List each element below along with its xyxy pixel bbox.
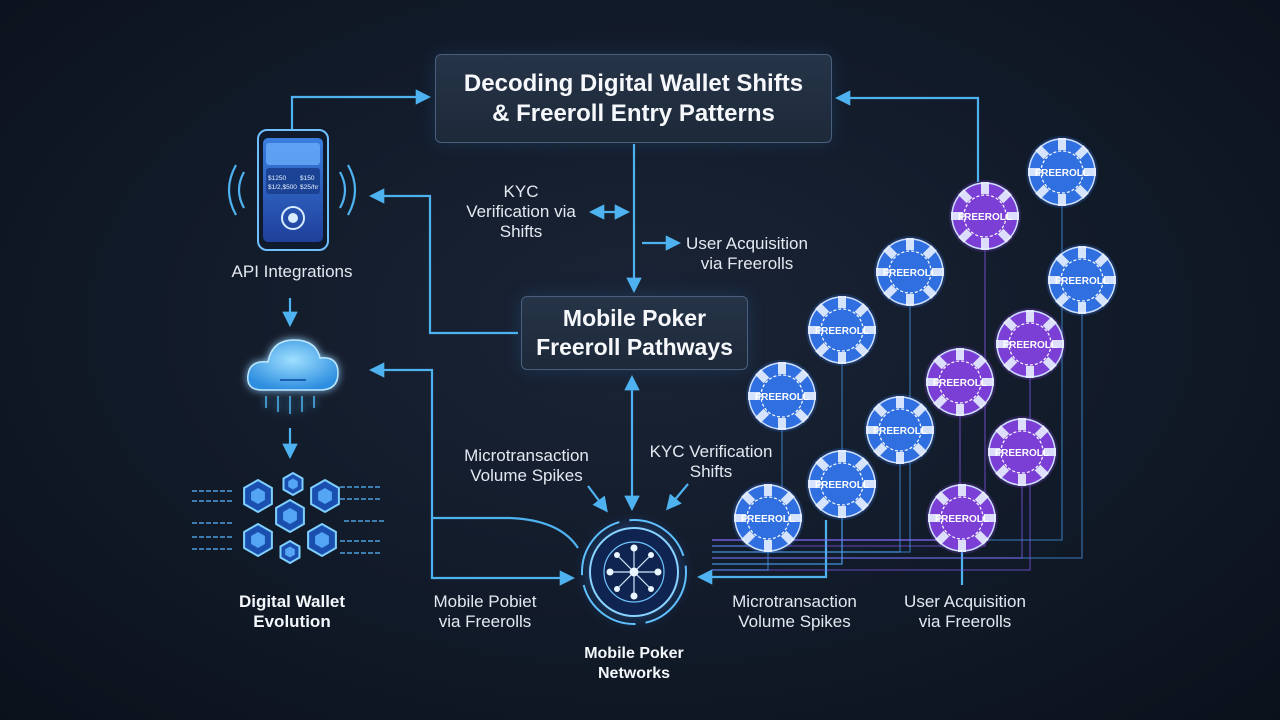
phone-text-2: $150 (300, 175, 315, 182)
freeroll-chip: FREEROLL (1026, 136, 1098, 208)
phone-text-3: $1/2,$500 (268, 184, 297, 191)
chip-label: FREEROLL (815, 480, 869, 491)
freeroll-chip: FREEROLL (949, 180, 1021, 252)
chip-label: FREEROLL (815, 326, 869, 337)
chip-label: FREEROLL (1035, 168, 1089, 179)
edge-label-user-acquisition-bottom: User Acquisition via Freerolls (904, 592, 1026, 631)
cloud-icon (247, 339, 339, 414)
phone-text-4: $25/hr (300, 184, 319, 191)
freeroll-chip: FREEROLL (926, 482, 998, 554)
chip-label: FREEROLL (755, 392, 809, 403)
api-integrations-label: API Integrations (231, 262, 353, 281)
chip-label: FREEROLL (873, 426, 927, 437)
hub-network-icon (574, 512, 694, 632)
arrow-micro-to-hub (587, 485, 608, 513)
arrow-kyc-to-hub (666, 483, 689, 511)
phone-text-1: $1250 (268, 175, 286, 182)
edge-label-microtransaction-bottom: Microtransaction Volume Spikes (732, 592, 857, 631)
arrow-phone-to-title (290, 89, 432, 130)
freeroll-chip: FREEROLL (994, 308, 1066, 380)
phone-wallet-icon: $1250 $150 $1/2,$500 $25/hr (227, 129, 357, 251)
edge-label-microtransaction-left: Microtransaction Volume Spikes (464, 446, 589, 485)
freeroll-chip: FREEROLL (732, 482, 804, 554)
arrow-center-to-phone (368, 188, 518, 335)
arrow-left-to-hub (430, 518, 576, 586)
freeroll-chip: FREEROLL (806, 294, 878, 366)
chip-label: FREEROLL (958, 212, 1012, 223)
chip-label: FREEROLL (1055, 276, 1109, 287)
arrow-right-to-hub (696, 520, 828, 585)
arrow-chip-to-title (834, 90, 980, 182)
chip-label: FREEROLL (883, 268, 937, 279)
freeroll-chip: FREEROLL (746, 360, 818, 432)
chip-label: FREEROLL (1003, 340, 1057, 351)
title-box: Decoding Digital Wallet Shifts & Freerol… (435, 54, 832, 143)
chip-label: FREEROLL (741, 514, 795, 525)
freeroll-chip: FREEROLL (806, 448, 878, 520)
edge-label-kyc-mid: KYC Verification Shifts (649, 442, 773, 481)
freeroll-chip: FREEROLL (874, 236, 946, 308)
edge-label-kyc-top: KYC Verification via Shifts (466, 182, 576, 241)
hub-label: Mobile Poker Networks (584, 645, 684, 682)
chip-label: FREEROLL (933, 378, 987, 389)
digital-wallet-label: Digital Wallet Evolution (238, 592, 346, 631)
freeroll-chip: FREEROLL (864, 394, 936, 466)
freeroll-chip: FREEROLL (924, 346, 996, 418)
chip-label: FREEROLL (935, 514, 989, 525)
edge-label-user-acquisition-top: User Acquisition via Freerolls (686, 234, 808, 273)
arrow-hub-to-cloud (368, 362, 579, 549)
edge-label-mobile-pobiet: Mobile Pobiet via Freerolls (433, 592, 537, 631)
hex-network-icon (192, 471, 384, 565)
center-box: Mobile Poker Freeroll Pathways (521, 296, 748, 370)
freeroll-chip: FREEROLL (986, 416, 1058, 488)
freeroll-chip: FREEROLL (1046, 244, 1118, 316)
chip-label: FREEROLL (995, 448, 1049, 459)
